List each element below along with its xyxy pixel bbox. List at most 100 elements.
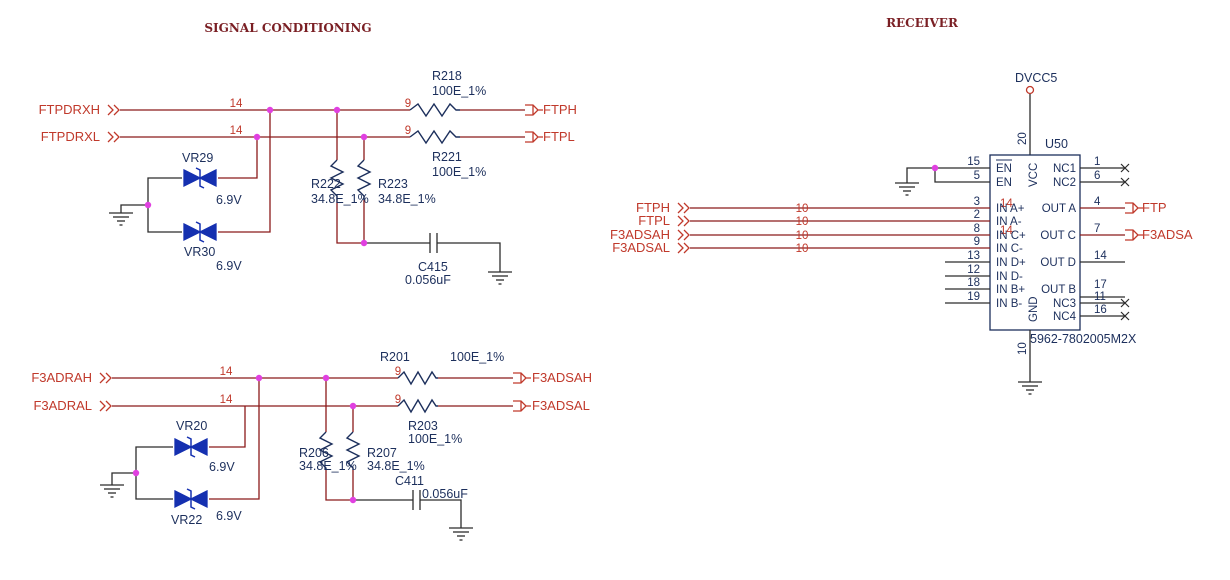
pin-name-en: EN — [996, 163, 1012, 175]
receiver-title: RECEIVER — [886, 16, 959, 30]
f3adrah-input-connector — [99, 372, 112, 384]
ftpl-output-connector — [524, 131, 544, 143]
pin-name-in-d-plus: IN D+ — [996, 257, 1026, 269]
pin-name-out-b: OUT B — [1041, 284, 1076, 296]
c411-capacitor — [412, 490, 421, 510]
pin-number: 9 — [974, 236, 980, 248]
r206-ref: R206 — [299, 446, 329, 460]
pin-number: 1 — [1094, 156, 1100, 168]
f3adsah-output-connector — [512, 372, 532, 384]
top-low-in-net-no: 14 — [230, 125, 243, 137]
pin-name-in-a-plus: IN A+ — [996, 203, 1025, 215]
bot-low-out-net-no: 9 — [395, 394, 401, 406]
f3adsah-rx-connector — [677, 229, 690, 241]
ftpdrxh-net-label: FTPDRXH — [39, 102, 100, 117]
pin-name-nc1: NC1 — [1053, 163, 1076, 175]
pin-number: 11 — [1094, 291, 1106, 303]
ftph-rx-connector — [677, 202, 690, 214]
vr22-ref: VR22 — [171, 513, 202, 527]
top-high-out-net-no: 9 — [405, 98, 411, 110]
pin-number: 19 — [967, 291, 980, 303]
pin-name-out-d: OUT D — [1040, 257, 1076, 269]
pin-name-out-a: OUT A — [1042, 203, 1077, 215]
gnd-pin-number: 10 — [1017, 342, 1029, 355]
pin-name-nc4: NC4 — [1053, 311, 1077, 323]
r222-value: 34.8E_1% — [311, 192, 369, 206]
pin-name-out-c: OUT C — [1040, 230, 1076, 242]
bottom-cap-ground — [448, 527, 474, 541]
f3adral-input-connector — [99, 400, 112, 412]
junction-dot — [144, 201, 152, 209]
c415-ref: C415 — [418, 260, 448, 274]
pin-name-en: EN — [996, 177, 1012, 189]
f3adsal-net-label: F3ADSAL — [532, 398, 590, 413]
pin-name-in-c-plus: IN C+ — [996, 230, 1026, 242]
pin-name-nc2: NC2 — [1053, 177, 1076, 189]
top-low-out-net-no: 9 — [405, 125, 411, 137]
pin-number: 5 — [974, 170, 980, 182]
r201-ref: R201 — [380, 350, 410, 364]
ftph-output-connector — [524, 104, 544, 116]
ftph-net-label: FTPH — [543, 102, 577, 117]
ftpdrxh-input-connector — [107, 104, 120, 116]
u50-ref: U50 — [1045, 137, 1068, 151]
pin-number: 3 — [974, 196, 980, 208]
vr22-tvs-diode — [174, 488, 208, 510]
bot-high-out-net-no: 9 — [395, 366, 401, 378]
vcc-pin-number: 20 — [1017, 132, 1029, 145]
f3adsal-output-connector — [512, 400, 532, 412]
vr22-value: 6.9V — [216, 509, 242, 523]
pin-name-in-b-minus: IN B- — [996, 298, 1022, 310]
pin-number: 4 — [1094, 196, 1101, 208]
pin-name-in-c-minus: IN C- — [996, 243, 1023, 255]
rx-overlay-net-no: 14 — [1000, 198, 1013, 210]
top-tvs-ground — [108, 212, 134, 226]
pin-number: 7 — [1094, 223, 1100, 235]
r207-resistor — [345, 431, 361, 470]
c411-value: 0.056uF — [422, 487, 468, 501]
r201-resistor — [397, 370, 438, 386]
u50-ground — [1017, 381, 1043, 395]
junction-dot — [349, 402, 357, 410]
pin-number: 13 — [967, 250, 980, 262]
top-conditioning-circuit: FTPDRXH FTPDRXL 14 14 9 9 R218 100E_1% R… — [39, 69, 577, 287]
signal-conditioning-title: SIGNAL CONDITIONING — [204, 21, 371, 35]
ftpl-rx-connector — [677, 215, 690, 227]
r221-ref: R221 — [432, 150, 462, 164]
receiver-circuit: DVCC5 20 U50 5962-7802005M2X VCC GND 10 … — [610, 71, 1193, 395]
r222-ref: R222 — [311, 177, 341, 191]
gnd-pin-label: GND — [1028, 296, 1040, 322]
u50-part-number: 5962-7802005M2X — [1030, 332, 1137, 346]
ftpl-net-label: FTPL — [543, 129, 575, 144]
junction-dot — [349, 496, 357, 504]
pin-number: 2 — [974, 209, 980, 221]
pin-number: 17 — [1094, 279, 1107, 291]
bottom-tvs-ground — [99, 484, 125, 498]
pin-number: 16 — [1094, 304, 1107, 316]
vr20-tvs-diode — [174, 436, 208, 458]
dvcc5-power-port — [1025, 85, 1035, 95]
pin-number: 8 — [974, 223, 980, 235]
vr20-ref: VR20 — [176, 419, 207, 433]
pin-name-in-a-minus: IN A- — [996, 216, 1022, 228]
r223-ref: R223 — [378, 177, 408, 191]
pin-number: 14 — [1094, 250, 1107, 262]
ftp-net-label: FTP — [1142, 200, 1167, 215]
bot-low-in-net-no: 14 — [220, 394, 233, 406]
r207-ref: R207 — [367, 446, 397, 460]
pin-name-in-b-plus: IN B+ — [996, 284, 1025, 296]
vr30-tvs-diode — [183, 221, 217, 243]
top-cap-ground — [487, 271, 513, 285]
rx-ftph-label: FTPH — [636, 200, 670, 215]
pin-name-in-d-minus: IN D- — [996, 271, 1023, 283]
bot-high-in-net-no: 14 — [220, 366, 233, 378]
junction-dot — [360, 133, 368, 141]
c411-ref: C411 — [395, 474, 424, 488]
pin-name-nc3: NC3 — [1053, 298, 1076, 310]
rx-ftpl-label: FTPL — [638, 213, 670, 228]
vr29-tvs-diode — [183, 167, 217, 189]
f3adrah-net-label: F3ADRAH — [31, 370, 92, 385]
c415-value: 0.056uF — [405, 273, 451, 287]
u50-ic-body — [989, 154, 1081, 331]
junction-dot — [360, 239, 368, 247]
